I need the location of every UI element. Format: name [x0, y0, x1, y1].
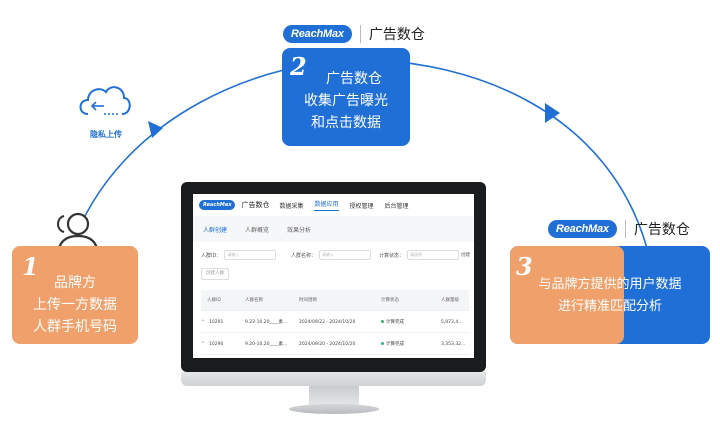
monitor-screen: ReachMax 广告数仓 数据采集 数据应用 授权管理 后台管理 人群创建 人…: [193, 194, 474, 358]
col-id: 人群ID: [207, 298, 221, 303]
top-logo-separator: [359, 25, 361, 43]
status-dot-icon: [381, 342, 384, 345]
right-logo: ReachMax 广告数仓: [548, 219, 690, 239]
step2-number: 2: [290, 52, 307, 81]
step1-line-1: 品牌方: [54, 275, 96, 291]
col-time: 时间阻断: [299, 298, 317, 303]
row-name: 9.20-10.20____素...: [245, 342, 288, 347]
step2-card: 2 广告数仓 收集广告曝光 和点击数据: [282, 48, 410, 146]
monitor-base: [289, 404, 379, 414]
status-dot-icon: [381, 320, 384, 323]
screen-create-button[interactable]: 创建人群: [201, 268, 229, 280]
screen-menu-1[interactable]: 数据应用: [314, 199, 339, 211]
row-time: 2024/09/22 - 2024/10/20: [299, 319, 356, 325]
arrow-left-icon: [148, 121, 163, 138]
screen-table-header: 人群ID 人群名称 时间阻断 计算状态 人群量级: [201, 290, 469, 311]
row-name: 9.22-10.20____素...: [245, 320, 288, 325]
step1-number: 1: [22, 252, 39, 281]
step2-line-3: 和点击数据: [311, 115, 381, 131]
screen-menu-2[interactable]: 授权管理: [349, 202, 374, 210]
monitor: ReachMax 广告数仓 数据采集 数据应用 授权管理 后台管理 人群创建 人…: [181, 182, 486, 414]
cloud-upload: 隐私上传: [74, 76, 134, 146]
row-time: 2024/09/20 - 2024/10/20: [299, 341, 356, 347]
col-name: 人群名称: [245, 298, 263, 303]
monitor-neck: [309, 386, 359, 406]
screen-filter-1-input[interactable]: 请输入: [319, 250, 372, 260]
col-size: 人群量级: [441, 298, 459, 303]
screen-tab-2[interactable]: 效果分析: [287, 226, 312, 234]
screen-filter-2-select[interactable]: 请选择: [407, 250, 460, 260]
row-id: 10290: [209, 341, 224, 347]
screen-logo: ReachMax: [199, 200, 236, 210]
row-status: 计算完成: [381, 319, 404, 325]
screen-brand: 广告数仓: [241, 201, 270, 209]
screen-filter-2-label: 计算状态：: [379, 252, 405, 259]
screen-filter-0-label: 人群ID：: [201, 252, 222, 259]
step1-card: 1 品牌方 上传一方数据 人群手机号码: [12, 246, 138, 344]
step3-line-1: 与品牌方提供的用户数据: [538, 277, 682, 292]
row-size: 3,353,32...: [441, 341, 466, 347]
screen-filter-1: 人群名称： 请输入: [291, 250, 372, 260]
row-status-text: 计算完成: [386, 342, 404, 347]
screen-filter-extra[interactable]: 创建: [461, 253, 470, 258]
screen-tabs: 人群创建 人群概览 效果分析: [193, 216, 474, 242]
screen-tab-0[interactable]: 人群创建: [203, 226, 228, 234]
screen-filter-1-label: 人群名称：: [291, 252, 317, 259]
step3-card: 3 与品牌方提供的用户数据 进行精准匹配分析: [510, 246, 710, 344]
row-expand-icon[interactable]: ⌃: [201, 319, 205, 325]
screen-filter-0-input[interactable]: 请输入: [224, 250, 277, 260]
table-row[interactable]: ⌃ 10290 9.20-10.20____素... 2024/09/20 - …: [201, 334, 469, 355]
row-size: 5,973,4...: [441, 319, 463, 325]
screen-filter-2: 计算状态： 请选择: [379, 250, 460, 260]
screen-menu-3[interactable]: 后台管理: [384, 202, 409, 210]
screen-tab-1[interactable]: 人群概览: [245, 226, 270, 234]
right-logo-badge: ReachMax: [548, 220, 617, 238]
right-logo-text: 广告数仓: [633, 222, 690, 238]
screen-menu-0[interactable]: 数据采集: [279, 202, 304, 210]
row-status: 计算完成: [381, 341, 404, 347]
row-id: 10291: [209, 319, 224, 325]
col-status: 计算状态: [381, 298, 399, 303]
step3-number: 3: [516, 252, 533, 281]
right-logo-separator: [624, 220, 626, 238]
row-expand-icon[interactable]: ⌃: [201, 341, 205, 347]
table-row[interactable]: ⌃ 10291 9.22-10.20____素... 2024/09/22 - …: [201, 312, 469, 333]
monitor-chin: [181, 372, 486, 386]
arrow-right-icon: [545, 103, 560, 123]
screen-nav: ReachMax 广告数仓 数据采集 数据应用 授权管理 后台管理: [193, 194, 474, 217]
cloud-label: 隐私上传: [90, 130, 122, 139]
step3-line-2: 进行精准匹配分析: [557, 299, 662, 314]
step3-card-orange: [510, 246, 624, 344]
cloud-upload-icon: [79, 86, 131, 115]
top-logo-text: 广告数仓: [368, 27, 425, 43]
step1-line-3: 人群手机号码: [33, 319, 117, 335]
step2-line-1: 广告数仓: [326, 71, 382, 87]
step1-line-2: 上传一方数据: [33, 297, 117, 313]
screen-filter-0: 人群ID： 请输入: [201, 250, 277, 260]
top-logo-badge: ReachMax: [283, 25, 352, 43]
step2-line-2: 收集广告曝光: [304, 93, 388, 109]
row-status-text: 计算完成: [386, 320, 404, 325]
top-logo: ReachMax 广告数仓: [283, 24, 425, 44]
